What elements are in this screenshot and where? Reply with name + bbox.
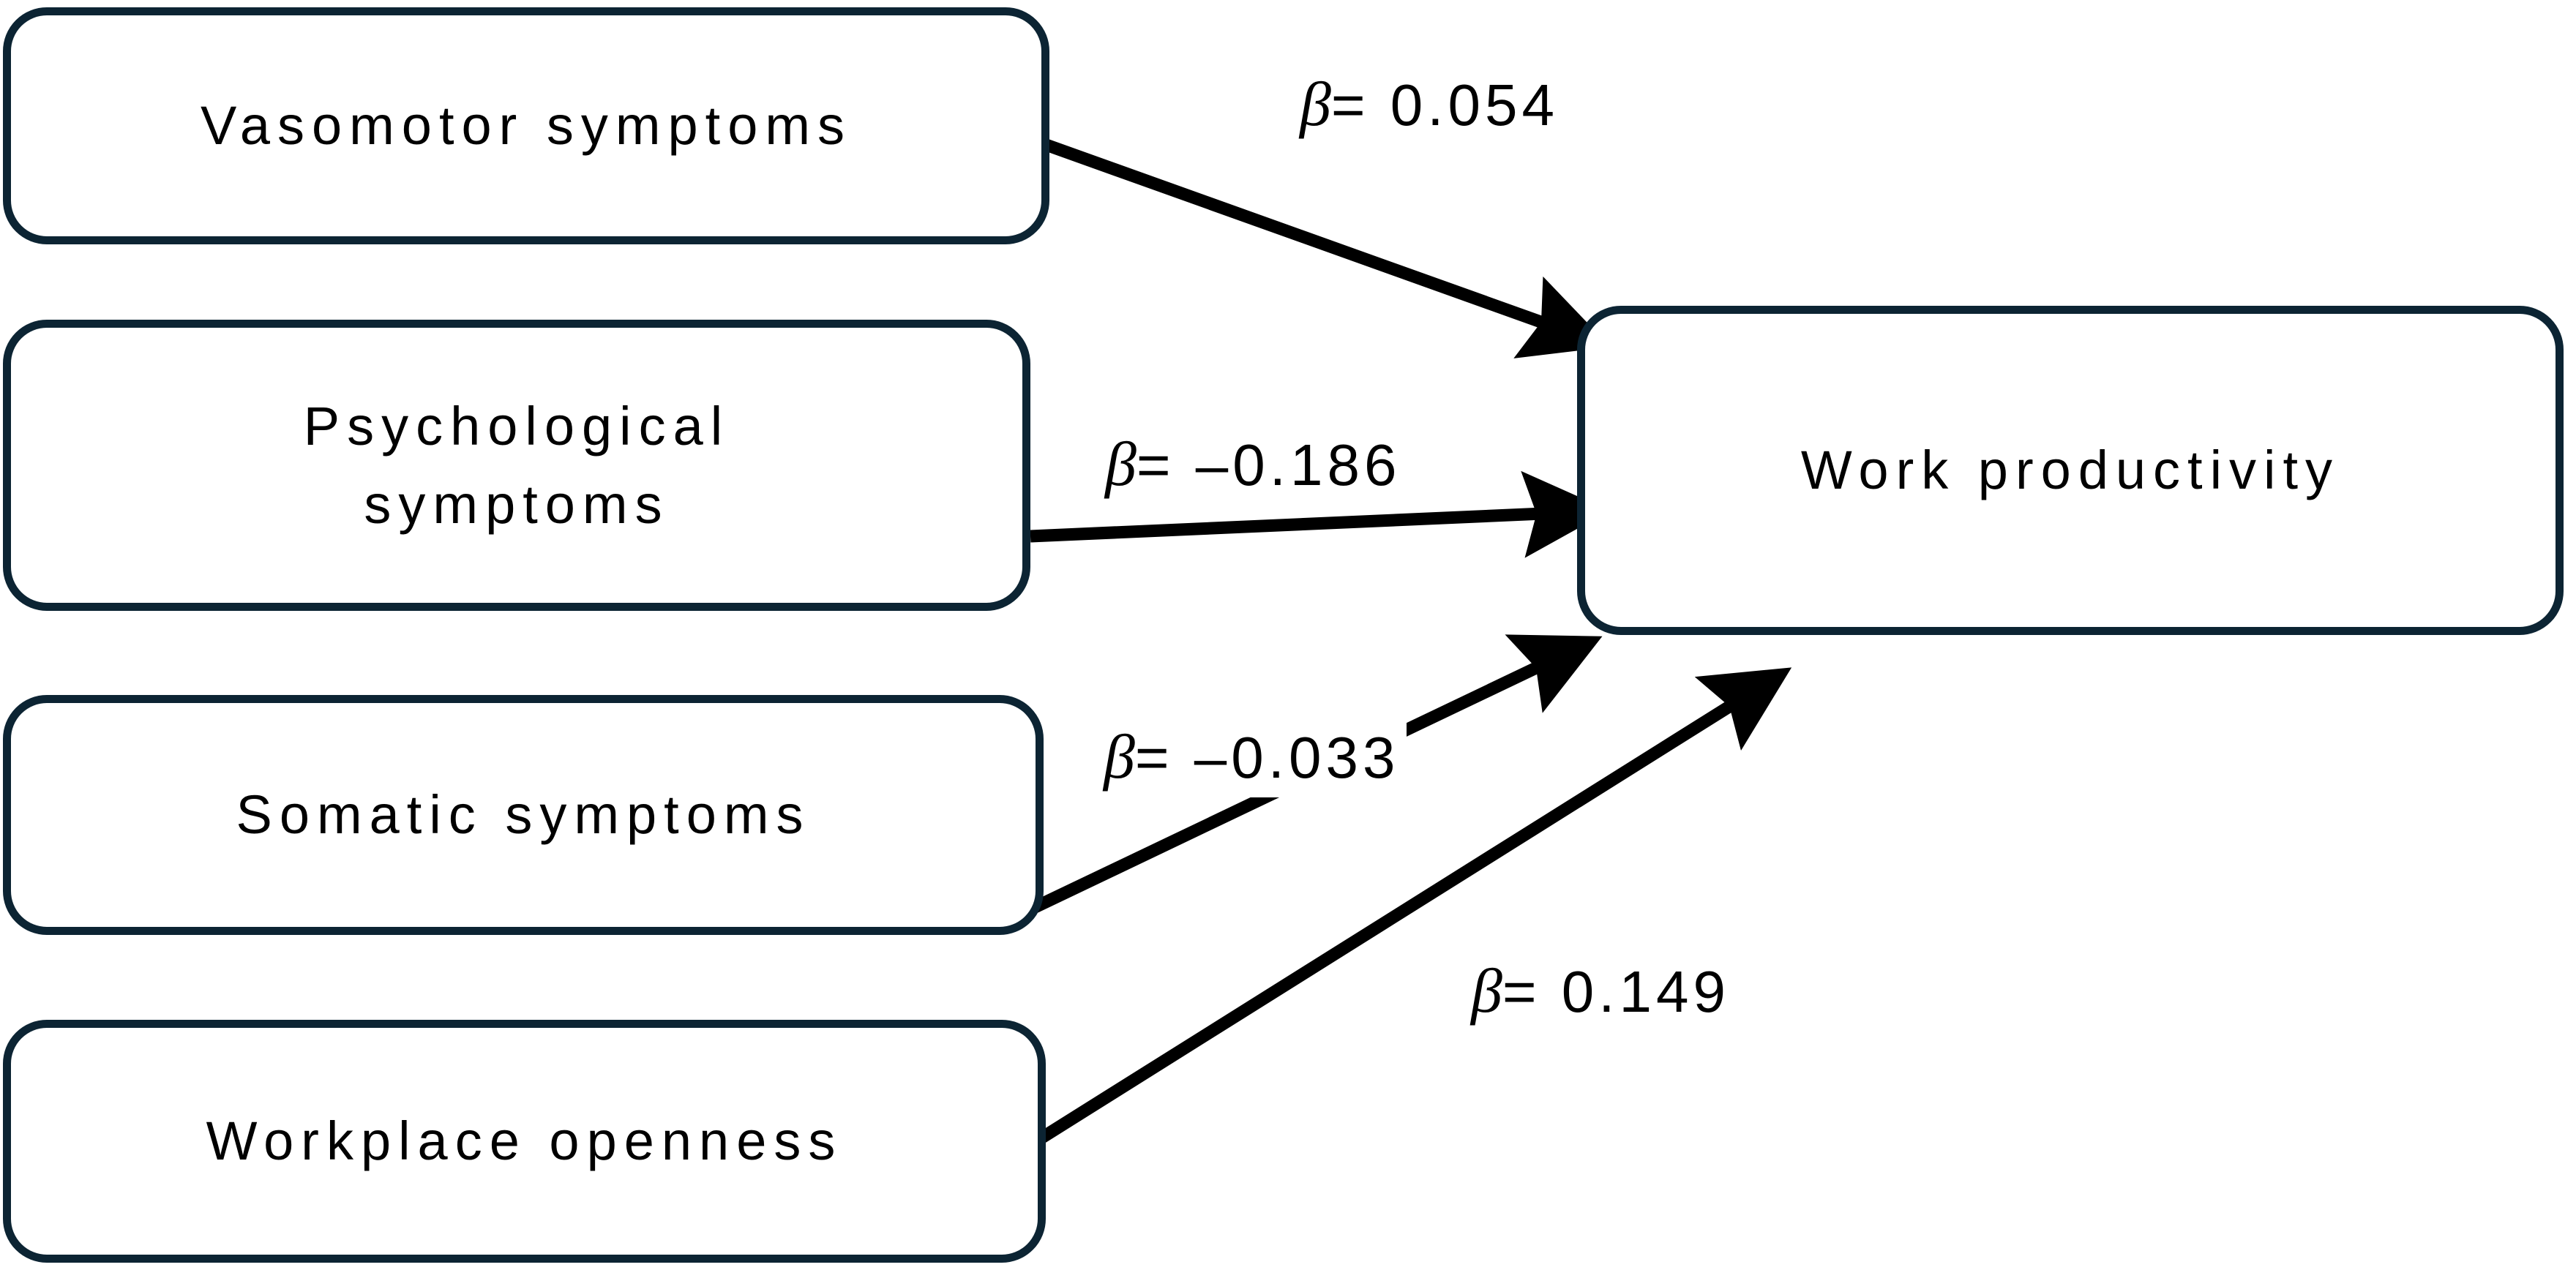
node-label-vasomotor: Vasomotor symptoms — [200, 95, 853, 157]
node-vasomotor-symptoms[interactable]: Vasomotor symptoms — [3, 7, 1049, 244]
node-psychological-symptoms[interactable]: Psychological symptoms — [3, 320, 1030, 611]
beta-symbol: β — [1300, 69, 1331, 139]
beta-value: = 0.054 — [1330, 72, 1559, 138]
beta-symbol: β — [1105, 429, 1137, 499]
node-workplace-openness[interactable]: Workplace openness — [3, 1020, 1046, 1263]
node-somatic-symptoms[interactable]: Somatic symptoms — [3, 695, 1044, 935]
arrow-workplace-to-outcome — [1021, 667, 1792, 1154]
beta-symbol: β — [1471, 955, 1502, 1026]
node-label-work-productivity: Work productivity — [1800, 440, 2340, 501]
arrow-vasomotor-to-outcome — [1040, 137, 1611, 358]
beta-value: = –0.033 — [1134, 725, 1400, 790]
edge-label-vasomotor: β= 0.054 — [1292, 63, 1566, 145]
node-label-workplace: Workplace openness — [206, 1111, 843, 1172]
edge-label-workplace: β= 0.149 — [1464, 950, 1737, 1032]
node-label-psychological: Psychological symptoms — [303, 395, 730, 535]
arrow-psychological-to-outcome — [1030, 470, 1610, 558]
node-work-productivity[interactable]: Work productivity — [1577, 306, 2564, 635]
beta-value: = 0.149 — [1502, 959, 1730, 1024]
edge-label-psychological: β= –0.186 — [1098, 423, 1409, 505]
edge-label-somatic: β= –0.033 — [1096, 715, 1407, 797]
node-label-somatic: Somatic symptoms — [236, 784, 811, 846]
beta-symbol: β — [1104, 721, 1135, 792]
beta-value: = –0.186 — [1136, 432, 1401, 497]
